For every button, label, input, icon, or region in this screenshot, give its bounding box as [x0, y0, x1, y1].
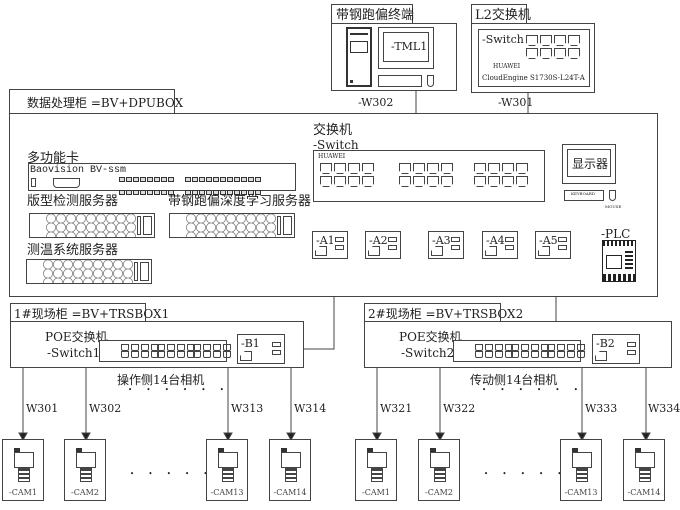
- mouse-label: MOUSE: [605, 204, 622, 209]
- camera: -CAM14: [623, 439, 665, 501]
- server-title-shape: 版型检测服务器: [27, 194, 119, 209]
- card-ports-top: [119, 167, 262, 186]
- multi-card: Baovision BV-ssm: [28, 163, 296, 195]
- field-cabinet-1-title-box: 1#现场柜 =BV+TRSBOX1: [10, 303, 169, 322]
- field-cabinet-2-title-box: 2#现场柜 =BV+TRSBOX2: [364, 303, 523, 322]
- multi-card-title: 多功能卡: [27, 151, 80, 166]
- core-switch-brand: HUAWEI: [318, 153, 346, 160]
- server-shape-detection: [29, 213, 155, 238]
- server-temperature: [26, 259, 152, 284]
- l2-switch-ports: [525, 35, 581, 59]
- monitor-label: -TML1: [391, 40, 428, 53]
- card-ports-bottom: [119, 180, 262, 199]
- camera: -CAM14: [269, 439, 311, 501]
- cable-label: W301: [26, 402, 59, 415]
- module-b1: -B1: [237, 334, 285, 364]
- cable-label: W334: [648, 402, 680, 415]
- plc-label: -PLC: [601, 227, 631, 241]
- cameras-note-2: 传动侧14台相机: [470, 373, 558, 387]
- server-title-temperature: 测温系统服务器: [27, 243, 119, 258]
- server-deviation-dl: [169, 213, 295, 238]
- module-a5: -A5: [535, 231, 571, 259]
- cable-label: W321: [380, 402, 413, 415]
- terminal-title-box: 带钢跑偏终端: [331, 4, 415, 24]
- pc-tower-icon: [346, 27, 372, 87]
- monitor-icon: -TML1: [378, 27, 434, 69]
- camera: -CAM13: [560, 439, 602, 501]
- l2-switch-label: -Switch: [482, 33, 524, 46]
- l2-switch-title: L2交换机: [475, 8, 531, 23]
- terminal-title: 带钢跑偏终端: [336, 8, 415, 23]
- display-keyboard: KEYBOARD: [564, 190, 604, 201]
- terminal-box: -TML1: [331, 23, 457, 91]
- ellipsis-cams-2: • • • • • •: [484, 470, 586, 478]
- ellipsis-1: • • • • • •: [128, 386, 230, 394]
- serial-port-icon: [53, 178, 80, 188]
- dpu-cabinet-title: 数据处理柜 =BV+DPUBOX: [27, 96, 184, 110]
- poe-switch-2: [453, 340, 585, 362]
- display-monitor: 显示器: [562, 144, 616, 184]
- multi-card-label: Baovision BV-ssm: [30, 165, 127, 176]
- poe-switch-2-label: -Switch2: [401, 346, 455, 360]
- core-switch: HUAWEI: [313, 150, 545, 202]
- cable-label: W314: [294, 402, 327, 415]
- poe-switch-1-label: -Switch1: [47, 346, 101, 360]
- core-switch-label: -Switch: [313, 138, 359, 152]
- ellipsis-cams-1: • • • • • •: [130, 470, 232, 478]
- module-b2: -B2: [592, 334, 640, 364]
- ellipsis-2: • • • • • •: [482, 386, 584, 394]
- cable-label: W313: [231, 402, 264, 415]
- cameras-note-1: 操作侧14台相机: [117, 373, 205, 387]
- l2-switch-model: CloudEngine S1730S-L24T-A: [482, 74, 585, 82]
- mouse-icon: [427, 75, 434, 87]
- poe-switch-2-title: POE交换机: [399, 330, 462, 344]
- camera: -CAM13: [206, 439, 248, 501]
- module-a3: -A3: [428, 231, 464, 259]
- camera: -CAM2: [64, 439, 106, 501]
- plc-icon: [602, 240, 636, 282]
- display-label: 显示器: [572, 157, 609, 171]
- cable-label-w301-top: -W301: [498, 96, 534, 109]
- dpu-cabinet-title-box: 数据处理柜 =BV+DPUBOX: [9, 89, 183, 114]
- cable-label-w302-top: -W302: [358, 96, 394, 109]
- poe-switch-1: [99, 340, 231, 362]
- camera-cables: [18, 367, 651, 442]
- display-mouse: [609, 190, 616, 201]
- camera: -CAM1: [355, 439, 397, 501]
- cable-label: W322: [443, 402, 476, 415]
- cable-label: W302: [89, 402, 122, 415]
- l2-switch-title-box: L2交换机: [471, 4, 531, 24]
- camera: -CAM1: [2, 439, 44, 501]
- module-a1: -A1: [312, 231, 348, 259]
- camera: -CAM2: [418, 439, 460, 501]
- poe-switch-1-title: POE交换机: [45, 330, 108, 344]
- keyboard-icon: [378, 75, 422, 87]
- server-title-deviation: 带钢跑偏深度学习服务器: [168, 194, 312, 209]
- module-a4: -A4: [482, 231, 518, 259]
- field-cabinet-1-title: 1#现场柜 =BV+TRSBOX1: [14, 307, 170, 321]
- l2-switch-box: -Switch HUAWEI CloudEngine S1730S-L24T-A: [471, 23, 595, 93]
- module-a2: -A2: [365, 231, 401, 259]
- l2-switch-brand: HUAWEI: [493, 63, 521, 70]
- cable-label: W333: [585, 402, 618, 415]
- core-switch-title: 交换机: [313, 123, 353, 138]
- field-cabinet-2-title: 2#现场柜 =BV+TRSBOX2: [368, 307, 524, 321]
